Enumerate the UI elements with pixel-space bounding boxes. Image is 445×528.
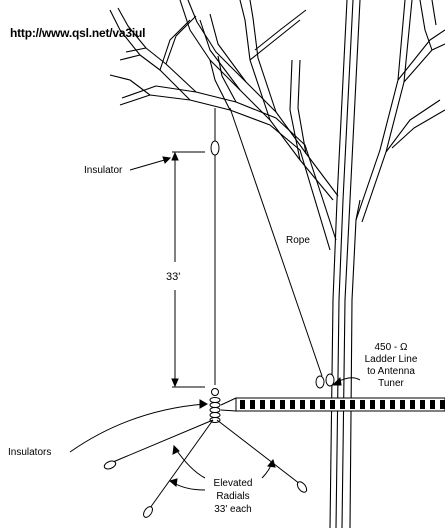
insulators-label: Insulators	[8, 447, 51, 458]
ladder-spacer	[410, 400, 415, 409]
ladder-spacer	[240, 400, 245, 409]
radials-label: Elevated Radials 33' each	[214, 478, 253, 515]
ladder-spacer	[330, 400, 335, 409]
ladder-spacer	[380, 400, 385, 409]
insulator-label: Insulator	[84, 165, 123, 176]
ladder-spacer	[400, 400, 405, 409]
ladder-spacer	[280, 400, 285, 409]
ladder-spacer	[320, 400, 325, 409]
svg-text:Tuner: Tuner	[378, 378, 404, 389]
top-insulator	[210, 140, 220, 156]
ladder-spacer	[260, 400, 265, 409]
rope-label: Rope	[286, 235, 310, 246]
ladder-line	[220, 397, 445, 412]
ladder-spacer	[270, 400, 275, 409]
ladder-spacer	[300, 400, 305, 409]
ladder-spacer	[290, 400, 295, 409]
ladder-spacer	[390, 400, 395, 409]
rope-insulator	[315, 373, 335, 389]
svg-text:Radials: Radials	[216, 491, 249, 502]
svg-text:Elevated: Elevated	[214, 478, 253, 489]
ladder-spacer	[350, 400, 355, 409]
height-dimension	[171, 151, 205, 388]
radial-insulators	[103, 460, 308, 518]
feed-coil	[209, 388, 221, 423]
height-label: 33'	[166, 271, 180, 283]
source-url: http://www.qsl.net/va3iul	[10, 26, 145, 40]
insulator-pointer	[129, 156, 172, 171]
ladder-spacer	[420, 400, 425, 409]
ladder-spacer	[310, 400, 315, 409]
ladder-spacer	[430, 400, 435, 409]
ladder-line-label: 450 - Ω Ladder Line to Antenna Tuner	[365, 342, 418, 389]
rope	[229, 107, 323, 377]
ladder-spacer	[340, 400, 345, 409]
ladder-spacer	[250, 400, 255, 409]
ladder-spacer	[370, 400, 375, 409]
ladder-spacer	[360, 400, 365, 409]
svg-text:to Antenna: to Antenna	[367, 366, 415, 377]
radials	[112, 419, 301, 509]
ladder-line-pointer	[331, 376, 361, 386]
svg-text:Ladder Line: Ladder Line	[365, 354, 418, 365]
radials-pointers	[168, 444, 276, 491]
svg-text:33' each: 33' each	[214, 504, 252, 515]
ladder-spacer	[440, 400, 445, 409]
tree	[109, 0, 445, 528]
svg-text:450 - Ω: 450 - Ω	[374, 342, 408, 353]
insulators-pointer	[69, 399, 209, 453]
